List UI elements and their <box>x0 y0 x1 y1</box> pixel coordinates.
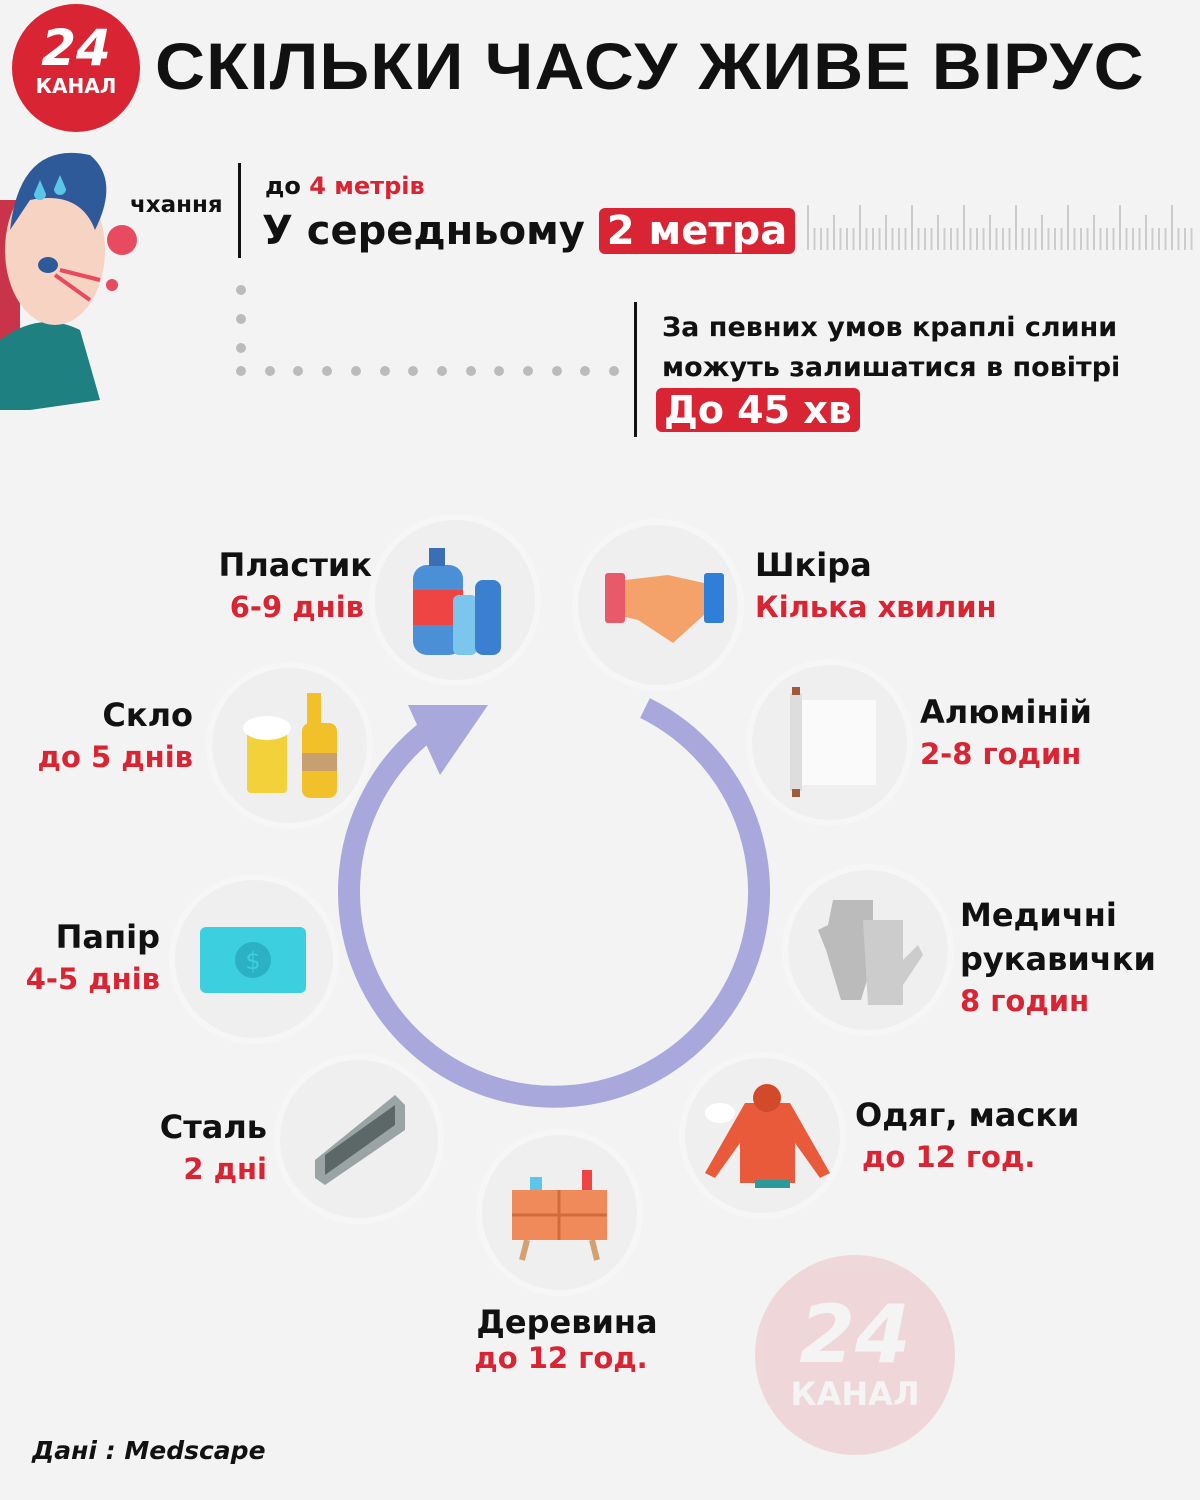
surface-clothes: Одяг, маски до 12 год. <box>855 1096 1080 1174</box>
clothes-icon-circle <box>685 1058 840 1213</box>
sneeze-average: У середньому 2 метра <box>262 208 796 254</box>
surface-aluminium: Алюміній 2-8 годин <box>920 693 1092 771</box>
path-dot <box>350 366 361 376</box>
source-note: Дані : Medscape <box>32 1436 266 1465</box>
aluminium-icon-circle <box>752 665 907 820</box>
divider <box>238 163 241 258</box>
wooden-dresser-icon <box>512 1170 607 1261</box>
surface-wood: Деревина до 12 год. <box>474 1303 658 1375</box>
path-dot <box>494 366 505 376</box>
path-dot <box>264 366 275 376</box>
handshake-icon <box>605 573 724 643</box>
foil-roll-icon <box>790 687 876 797</box>
path-dot <box>293 366 304 376</box>
path-dot <box>465 366 476 376</box>
path-dot <box>609 366 620 376</box>
path-dot <box>322 366 333 376</box>
air-time-badge: До 45 хв <box>656 388 860 432</box>
path-dot <box>236 366 246 376</box>
path-dot <box>523 366 533 376</box>
surface-steel: Сталь 2 дні <box>159 1108 267 1186</box>
svg-text:$: $ <box>245 947 260 975</box>
glass-bottles-icon <box>243 693 337 798</box>
surface-plastic: Пластик 6-9 днів <box>218 546 372 624</box>
steel-beam-icon <box>315 1095 405 1185</box>
logo-24-kanal: 24 КАНАЛ <box>12 4 140 132</box>
divider <box>634 302 637 437</box>
plastic-bottles-icon <box>413 548 501 655</box>
average-distance-badge: 2 метра <box>598 208 796 254</box>
skin-icon-circle <box>578 525 738 685</box>
path-dot <box>408 366 419 376</box>
air-text: За певних умов краплі слини можуть залиш… <box>656 308 1120 435</box>
gloves-icon-circle <box>788 870 948 1030</box>
path-dot <box>551 366 562 376</box>
paper-icon-circle: $ <box>175 880 333 1038</box>
path-dot <box>236 314 246 324</box>
banknote-icon: $ <box>200 927 306 993</box>
ruler-decoration <box>807 205 1193 250</box>
glass-icon-circle <box>212 668 367 823</box>
cycle-arrow <box>338 698 770 1108</box>
watermark-logo: 24 КАНАЛ <box>755 1255 955 1455</box>
path-dot <box>436 366 447 376</box>
sneeze-range: до 4 метрів <box>265 172 425 200</box>
path-dot <box>379 366 390 376</box>
surface-skin: Шкіра Кілька хвилин <box>755 546 997 624</box>
gloves-icon <box>818 900 923 1005</box>
jacket-icon <box>705 1084 830 1188</box>
surface-paper: Папір 4-5 днів <box>25 918 160 996</box>
path-dot <box>580 366 591 376</box>
surface-gloves: Медичні рукавички 8 годин <box>960 896 1156 1018</box>
sneezing-person-icon <box>0 152 137 410</box>
surface-glass: Скло до 5 днів <box>37 696 193 774</box>
steel-icon-circle <box>280 1060 438 1218</box>
plastic-icon-circle <box>375 520 535 680</box>
path-dot <box>236 343 246 353</box>
page-title: СКІЛЬКИ ЧАСУ ЖИВЕ ВІРУС <box>155 29 1145 103</box>
path-dot <box>236 285 246 295</box>
wood-icon-circle <box>482 1135 637 1290</box>
sneeze-label: чхання <box>130 192 223 218</box>
